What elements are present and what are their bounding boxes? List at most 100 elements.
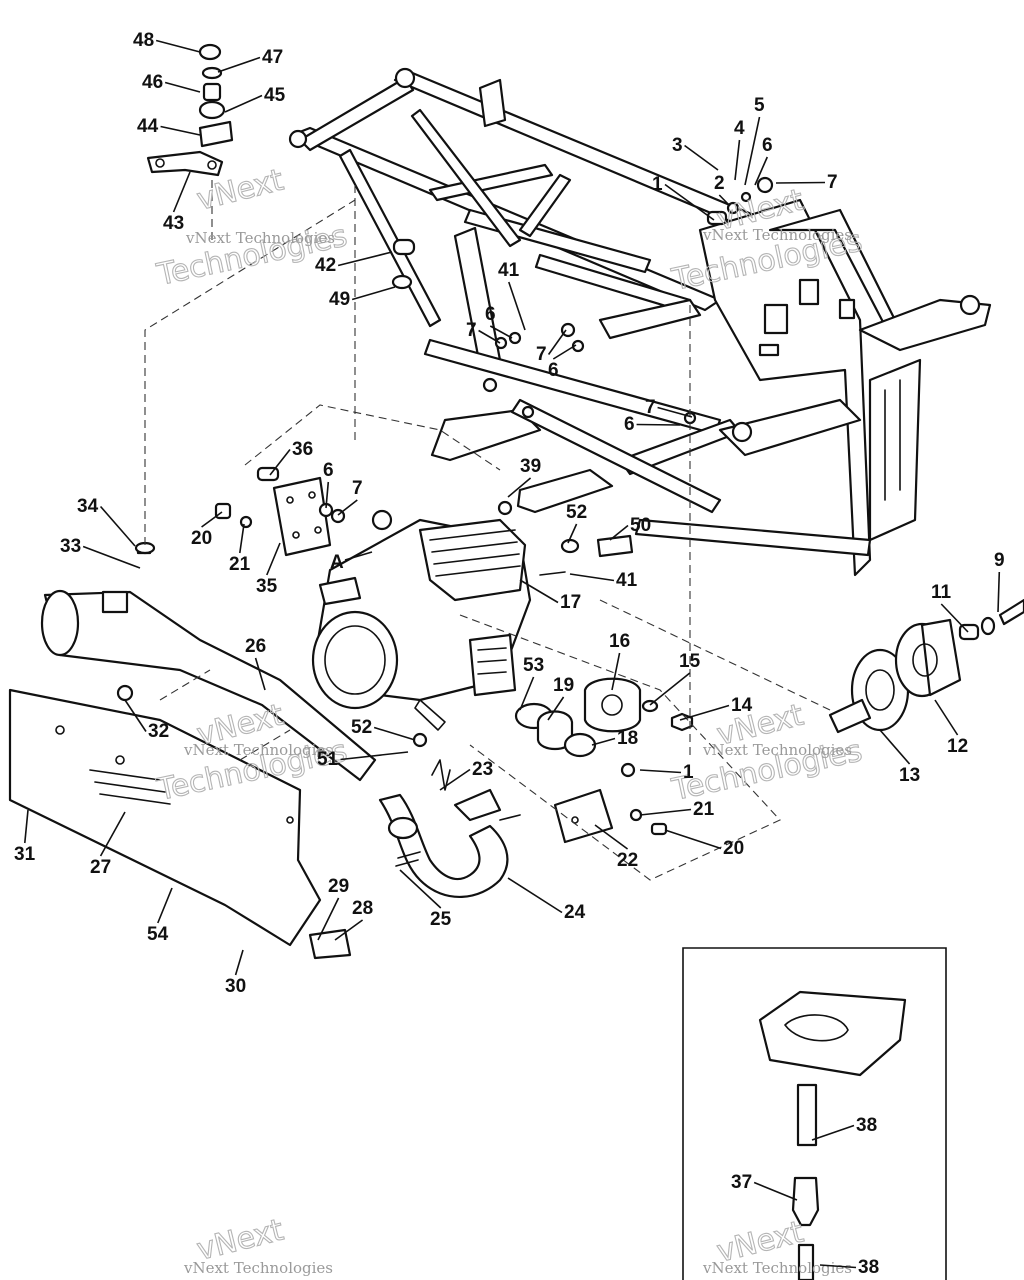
callout-7c: 7 — [536, 329, 567, 365]
callout-label-34: 34 — [77, 496, 99, 517]
callout-label-41a: 41 — [498, 260, 520, 281]
callout-leader-9 — [997, 571, 1001, 613]
callout-21a: 21 — [229, 523, 251, 575]
callout-42: 42 — [315, 251, 393, 276]
callout-leader-6d — [636, 423, 681, 426]
callout-label-21a: 21 — [229, 554, 251, 575]
callout-36: 36 — [269, 439, 313, 476]
callout-15: 15 — [649, 651, 701, 706]
callout-label-50: 50 — [630, 515, 651, 536]
watermark-caption-5: vNext Technologies — [183, 1259, 333, 1277]
callout-5: 5 — [744, 95, 765, 186]
callout-leader-7c — [547, 329, 567, 355]
callout-41b: 41 — [569, 570, 638, 591]
exhaust-system — [8, 541, 521, 960]
callout-33: 33 — [60, 536, 141, 569]
callout-23: 23 — [439, 759, 493, 791]
callout-leader-16 — [611, 652, 621, 691]
callout-53: 53 — [519, 655, 544, 711]
callout-9: 9 — [994, 550, 1005, 613]
callout-leader-6b — [489, 325, 513, 339]
callout-17: 17 — [519, 579, 581, 613]
callout-label-6c: 6 — [548, 360, 559, 381]
callout-label-14: 14 — [731, 695, 753, 716]
callout-label-54: 54 — [147, 924, 169, 945]
callout-16: 16 — [609, 631, 630, 691]
callout-1b: 1 — [639, 762, 694, 783]
callout-41a: 41 — [498, 260, 526, 331]
callout-leader-28 — [334, 919, 364, 941]
callout-leader-24 — [507, 877, 563, 914]
callout-label-12: 12 — [947, 736, 968, 757]
callout-20b: 20 — [664, 829, 744, 859]
callout-7d: 7 — [645, 397, 693, 418]
callout-38a: 38 — [811, 1115, 877, 1141]
engine-mount-plate — [214, 466, 346, 557]
watermark-caption-1: vNext Technologies — [185, 229, 335, 247]
callout-leader-1a — [664, 183, 715, 221]
callout-6b: 6 — [485, 304, 513, 339]
watermark-caption-6: vNext Technologies — [702, 1259, 852, 1277]
callout-leader-4 — [734, 139, 741, 181]
callout-leader-6e — [325, 481, 330, 509]
intake-components — [514, 534, 694, 758]
callout-leader-7d — [657, 406, 693, 418]
callout-6d: 6 — [624, 414, 681, 435]
callout-label-22: 22 — [617, 850, 638, 871]
callout-leader-38b — [819, 1264, 857, 1269]
callout-7e: 7 — [337, 478, 363, 516]
callout-7b: 7 — [466, 320, 501, 344]
callout-6a: 6 — [754, 135, 773, 186]
engine-assembly — [311, 500, 566, 731]
callout-28: 28 — [334, 898, 373, 941]
callout-label-6b: 6 — [485, 304, 496, 325]
callout-31: 31 — [14, 809, 36, 865]
callout-leader-29 — [317, 897, 340, 941]
callout-label-38b: 38 — [858, 1257, 879, 1278]
callout-label-45: 45 — [264, 85, 286, 106]
callout-leader-5 — [744, 116, 761, 186]
callout-label-6d: 6 — [624, 414, 635, 435]
callout-37: 37 — [731, 1172, 798, 1201]
callout-label-5: 5 — [754, 95, 765, 116]
callout-leader-7a — [775, 181, 826, 184]
callout-leader-52b — [373, 726, 416, 741]
callout-7a: 7 — [775, 172, 838, 193]
callout-leader-21b — [639, 808, 692, 816]
callout-label-7e: 7 — [352, 478, 363, 499]
callout-26: 26 — [245, 636, 266, 691]
callout-label-2: 2 — [714, 173, 725, 194]
callout-6c: 6 — [548, 344, 577, 381]
callout-label-53: 53 — [523, 655, 544, 676]
callout-3: 3 — [672, 135, 719, 171]
callout-34: 34 — [77, 496, 136, 547]
callout-leader-1b — [639, 769, 682, 774]
callout-label-6e: 6 — [323, 460, 334, 481]
callout-label-1b: 1 — [683, 762, 694, 783]
callout-leader-13 — [879, 729, 911, 765]
callout-leader-25 — [399, 869, 442, 909]
callout-leader-54 — [157, 887, 173, 924]
callout-leader-38a — [811, 1124, 855, 1141]
callout-11: 11 — [931, 582, 969, 633]
muffler-bracket — [453, 762, 668, 844]
callout-label-18: 18 — [617, 728, 638, 749]
callout-20a: 20 — [191, 511, 223, 549]
callout-leader-21a — [238, 523, 245, 554]
callout-label-3: 3 — [672, 135, 683, 156]
callout-43: 43 — [163, 171, 191, 234]
callout-leader-32 — [124, 699, 147, 732]
callout-label-37: 37 — [731, 1172, 752, 1193]
callout-label-25: 25 — [430, 909, 452, 930]
callout-51: 51 — [317, 749, 409, 770]
callout-leader-12 — [934, 699, 959, 736]
callout-label-52a: 52 — [566, 502, 587, 523]
callout-label-6a: 6 — [762, 135, 773, 156]
callout-label-36: 36 — [292, 439, 313, 460]
callout-label-39: 39 — [520, 456, 541, 477]
callout-leader-44 — [160, 125, 201, 136]
callout-leader-33 — [82, 545, 141, 569]
callout-leader-31 — [23, 809, 29, 844]
callout-46: 46 — [142, 72, 201, 93]
